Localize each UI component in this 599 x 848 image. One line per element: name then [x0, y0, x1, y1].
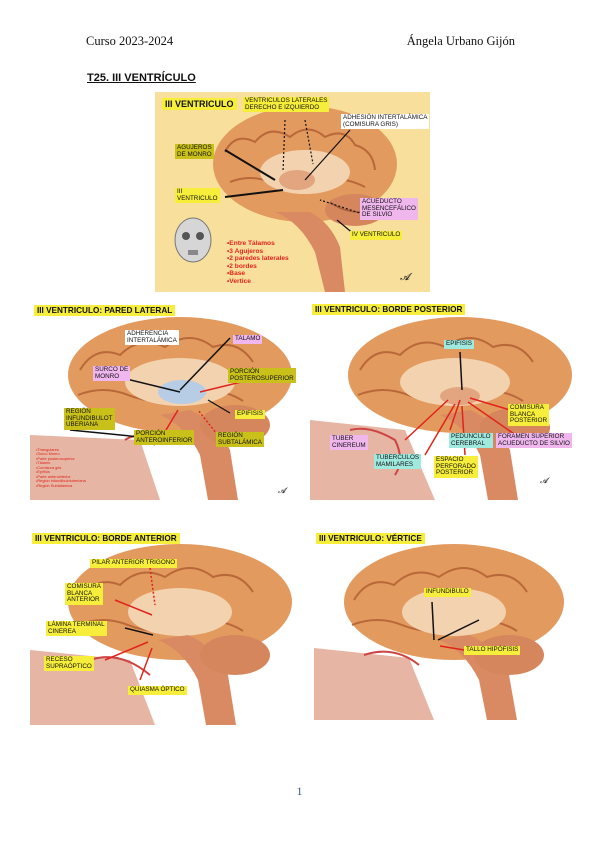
label-posterior-white-commissure: COMISURA BLANCA POSTERIOR [508, 404, 550, 426]
label-aqueduct-foramen: FORAMEN SUPERIOR ACUEDUCTO DE SILVIO [496, 433, 572, 449]
label-epiphysis: EPIFISIS [235, 410, 265, 419]
label-tuber-cinereum: TUBER CINEREUM [330, 435, 368, 451]
figure-vertex: III VENTRICULO: VÉRTICE INFUNDIBULO TALL… [314, 530, 570, 720]
label-epiphysis-posterior: EPIFISIS [444, 340, 474, 349]
label-posterosuperior-portion: PORCIÓN POSTEROSUPERIOR [228, 368, 296, 384]
fig3-title: III VENTRICULO: BORDE POSTERIOR [312, 304, 466, 315]
label-lamina-terminalis: LÁMINA TERMINAL CINEREA [46, 621, 107, 637]
page-number: 1 [296, 784, 303, 798]
label-anteroinferior-portion: PORCIÓN ANTEROINFERIOR [134, 430, 195, 446]
label-mammillary-tubercles: TUBERCULOS MAMILARES [374, 454, 422, 470]
brain-lateral-illustration [30, 317, 292, 500]
label-fourth-ventricle: IV VENTRICULO [350, 231, 403, 240]
figure-lateral-wall: III VENTRICULO: PARED LATERAL ADHERENCIA… [30, 300, 305, 500]
label-posterior-perforated-space: ESPACIO PERFORADO POSTERIOR [434, 456, 478, 478]
figure-posterior-border: III VENTRICULO: BORDE POSTERIOR EPIFISIS… [310, 300, 578, 500]
brain-vertex-illustration [314, 544, 564, 720]
author-signature-3: 𝓐 [540, 476, 548, 485]
figure-anterior-border: III VENTRICULO: BORDE ANTERIOR PILAR ANT… [30, 530, 298, 725]
label-subthalamic-region: REGIÓN SUBTALÁMICA [216, 432, 264, 448]
fig5-title: III VENTRICULO: VÉRTICE [316, 533, 425, 544]
label-intertalamic-adherence: ADHERENCIA INTERTALÁMICA [125, 330, 179, 346]
fig4-title: III VENTRICULO: BORDE ANTERIOR [32, 533, 180, 544]
fig1-title: III VENTRICULO [162, 98, 237, 110]
header-author: Ángela Urbano Gijón [406, 34, 515, 48]
label-fornix-anterior-pillar: PILAR ANTERIOR TRIGONO [90, 559, 178, 568]
author-signature-2: 𝓐 [278, 486, 286, 495]
label-aqueduct: ACUEDUCTO MESENCEFÁLICO DE SILVIO [360, 198, 418, 220]
label-lateral-ventricles: VENTRICULOS LATERALES DERECHO E IZQUIERD… [243, 97, 330, 113]
label-infundibulum: INFUNDIBULO [424, 588, 471, 597]
fig2-summary-list: •Triangulares •Surco Monro •Parte poster… [36, 447, 86, 488]
label-thalamus: TALAMO [233, 335, 263, 344]
header-course: Curso 2023-2024 [86, 34, 174, 48]
label-interthalamic-adhesion: ADHESIÓN INTERTALÁMICA (COMISURA GRIS) [341, 114, 430, 130]
label-pituitary-stalk: TALLO HIPÓFISIS [464, 646, 521, 655]
page-title: T25. III VENTRÍCULO [87, 72, 196, 84]
fig2-title: III VENTRICULO: PARED LATERAL [34, 305, 176, 316]
label-infundibulotuberian-region: REGIÓN INFUNDIBULOT UBERIANA [64, 408, 115, 430]
label-optic-chiasm: QUIASMA ÓPTICO [128, 686, 187, 695]
figure-overview: III VENTRICULO VENTRICULOS LATERALES DER… [155, 92, 430, 292]
label-cerebral-peduncle: PEDUNCULO CEREBRAL [449, 433, 493, 449]
label-anterior-white-commissure: COMISURA BLANCA ANTERIOR [65, 583, 103, 605]
author-signature-1: 𝓐 [400, 272, 410, 283]
fig1-summary-list: •Entre Tálamos •3 Agujeros •2 paredes la… [227, 240, 289, 285]
label-third-ventricle: III VENTRICULO [175, 188, 220, 204]
label-supraoptic-recess: RECESO SUPRAÓPTICO [44, 656, 94, 672]
label-monro-sulcus: SURCO DE MONRO [93, 366, 131, 382]
label-monro-foramina: AGUJEROS DE MONRO [175, 144, 214, 160]
